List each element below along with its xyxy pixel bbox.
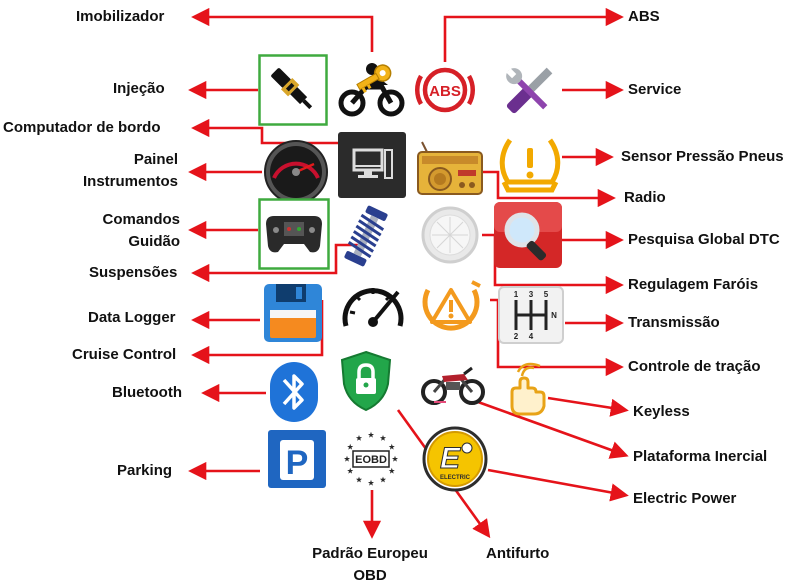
arrow-imobilizador [191, 7, 374, 52]
label-bluetooth: Bluetooth [112, 384, 182, 401]
keyless-hand-icon [510, 362, 546, 416]
gauge-dashboard-icon [264, 140, 328, 204]
label-keyless: Keyless [633, 403, 690, 420]
gear-4-label: 4 [529, 332, 534, 341]
arrow-plataforma [477, 400, 629, 459]
eobd-star [388, 443, 395, 450]
label-controle-tracao: Controle de tração [628, 358, 761, 375]
traction-warning-icon [422, 280, 481, 331]
eobd-star [355, 435, 363, 441]
arrow-suspensoes [191, 243, 358, 283]
label-sensor-pressao: Sensor Pressão Pneus [621, 148, 784, 165]
arrow-radio [483, 170, 616, 208]
electric-icon-letter: E [440, 442, 461, 475]
label-imobilizador: Imobilizador [76, 8, 165, 25]
eobd-star [367, 431, 375, 438]
label-regulagem-farois: Regulagem Faróis [628, 276, 759, 293]
eobd-star [391, 455, 399, 462]
eobd-star [343, 455, 351, 462]
label-service: Service [628, 81, 682, 98]
label-injecao: Injeção [113, 80, 165, 97]
injector-icon [258, 54, 328, 126]
label-painel-line2: Instrumentos [82, 173, 178, 190]
label-cruise-control: Cruise Control [72, 346, 177, 363]
parking-icon: P [268, 430, 326, 488]
eobd-star [388, 467, 395, 474]
motorcycle-icon [421, 366, 485, 405]
tire-pressure-icon [499, 138, 561, 193]
motorbike-key-icon [338, 63, 405, 117]
eobd-stars [343, 431, 399, 486]
arrow-electric [487, 468, 629, 502]
shield-lock-icon [340, 350, 392, 412]
steering-controls-icon [258, 198, 330, 270]
label-padrao-line2: OBD [353, 567, 387, 584]
gear-shift-icon: 1 3 5 2 4 N [498, 286, 564, 344]
label-plataforma-inercial: Plataforma Inercial [633, 448, 768, 465]
gear-1-label: 1 [514, 290, 519, 299]
label-antifurto: Antifurto [486, 545, 550, 562]
electric-power-icon: E ELECTRIC [422, 426, 488, 492]
search-dtc-icon [494, 202, 562, 268]
eobd-star [379, 435, 387, 441]
label-comandos-line2: Guidão [128, 233, 180, 250]
label-padrao-line1: Padrão Europeu [312, 545, 428, 562]
radio-icon [417, 141, 483, 195]
arrow-abs [443, 7, 624, 62]
label-computador-de-bordo: Computador de bordo [3, 119, 161, 136]
label-data-logger: Data Logger [88, 309, 176, 326]
eobd-star [355, 476, 363, 483]
suspension-icon [344, 205, 388, 267]
floppy-disk-icon [264, 284, 322, 342]
service-tools-icon [506, 67, 553, 114]
gear-n-label: N [551, 311, 557, 320]
eobd-star [367, 479, 375, 486]
abs-icon: ABS [415, 67, 475, 113]
computer-icon [338, 132, 406, 198]
eobd-star [347, 443, 354, 450]
label-abs: ABS [628, 8, 660, 25]
headlight-icon [421, 206, 479, 264]
arrow-keyless [547, 396, 629, 417]
eobd-icon: EOBD [343, 431, 399, 486]
label-electric-power: Electric Power [633, 490, 737, 507]
label-pesquisa-dtc: Pesquisa Global DTC [628, 231, 780, 248]
label-comandos-line1: Comandos [102, 211, 180, 228]
gear-2-label: 2 [514, 332, 519, 341]
bluetooth-icon [270, 362, 318, 422]
eobd-star [379, 476, 387, 483]
label-suspensoes: Suspensões [89, 264, 178, 281]
parking-icon-text: P [286, 444, 309, 482]
speedometer-icon [342, 288, 404, 327]
electric-icon-subtext: ELECTRIC [440, 475, 471, 481]
label-painel-line1: Painel [133, 151, 178, 168]
label-parking: Parking [117, 462, 173, 479]
gear-3-label: 3 [529, 290, 534, 299]
label-transmissao: Transmissão [628, 314, 720, 331]
label-radio: Radio [624, 189, 666, 206]
gear-5-label: 5 [544, 290, 549, 299]
abs-icon-text: ABS [429, 83, 461, 100]
eobd-icon-text: EOBD [355, 454, 387, 466]
eobd-star [347, 467, 354, 474]
